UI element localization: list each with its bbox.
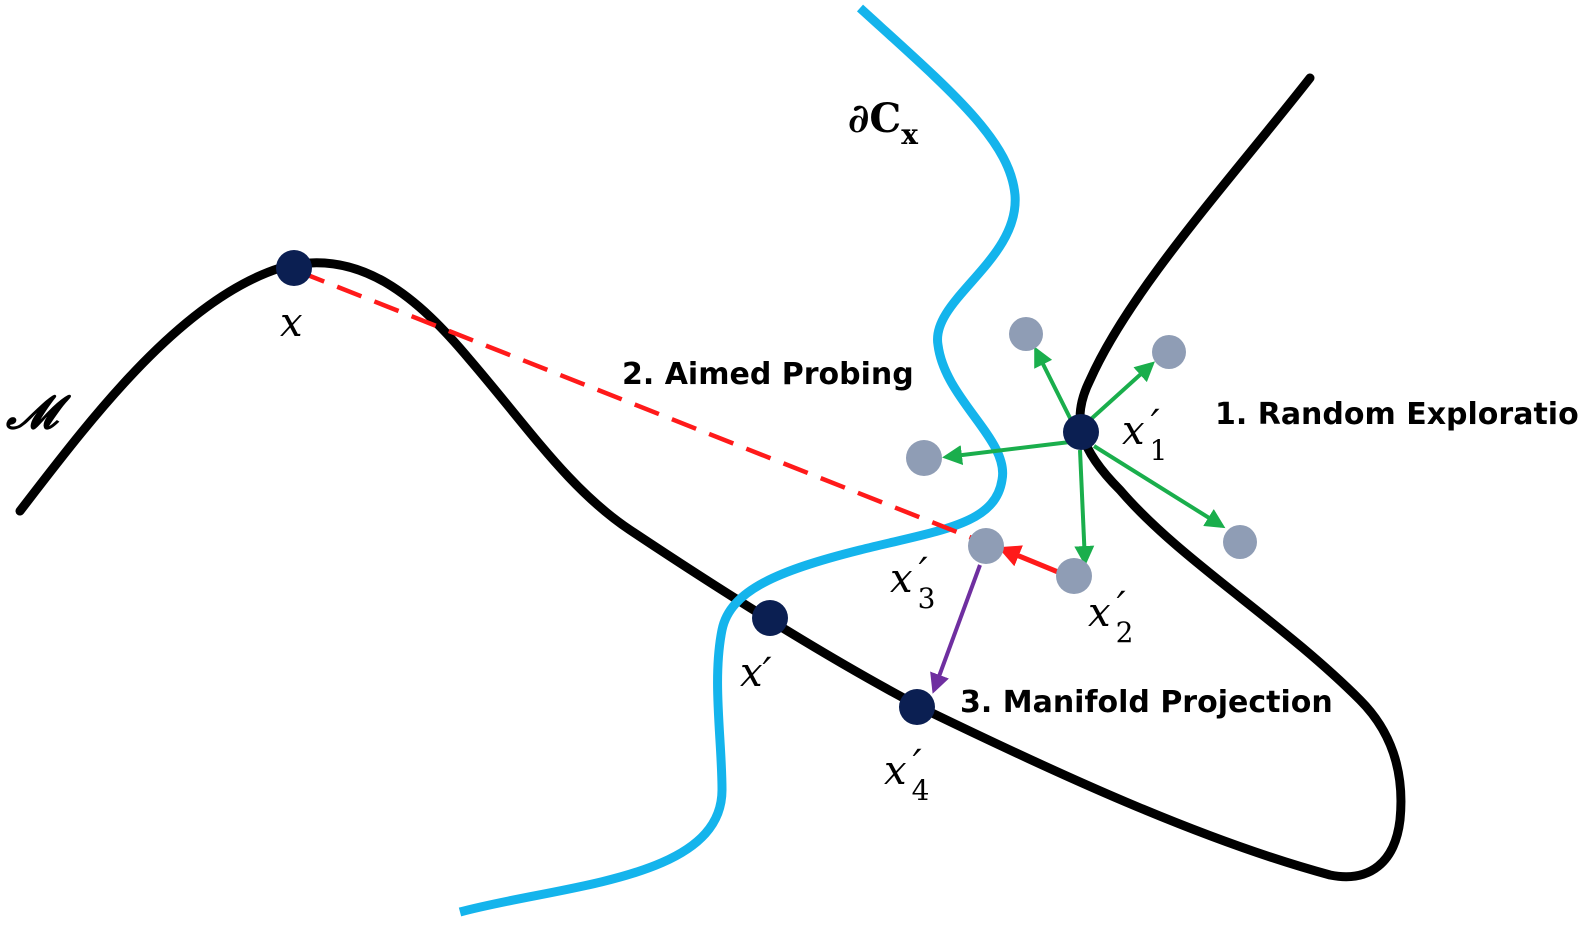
- candidate-point-x2: [1056, 558, 1092, 594]
- exploration-arrow-down: [1074, 449, 1095, 566]
- x2-prime-label: x′2: [1088, 584, 1133, 649]
- x-prime-label: x′: [740, 650, 772, 696]
- candidate-point-top-left: [1009, 317, 1043, 351]
- candidate-point-x3: [968, 528, 1004, 564]
- x1-prime-label: x′1: [1122, 402, 1167, 467]
- probing-arrow: [997, 545, 1059, 575]
- exploration-arrow-up-left: [1034, 346, 1075, 425]
- step2-label: 2. Aimed Probing: [622, 357, 914, 392]
- point-x4-prime: [899, 689, 935, 725]
- x-label: x: [280, 300, 303, 346]
- boundary-sub: x: [901, 118, 918, 151]
- exploration-arrow-left: [942, 440, 1071, 466]
- decision-boundary-curve: [458, 4, 1020, 917]
- point-x1-prime: [1063, 414, 1099, 450]
- manifold-curve-main: [15, 73, 1406, 882]
- x3-prime-label: x′3: [890, 550, 935, 615]
- boundary-label: ∂Cx: [848, 95, 918, 151]
- candidate-point-left: [906, 440, 942, 476]
- exploration-arrow-down-right: [1092, 444, 1226, 529]
- step1-label: 1. Random Exploration: [1215, 397, 1580, 432]
- candidate-point-right: [1223, 525, 1257, 559]
- manifold-label: 𝓜: [5, 385, 72, 439]
- step3-label: 3. Manifold Projection: [960, 685, 1333, 720]
- x4-prime-label: x′4: [884, 742, 929, 807]
- projection-arrow: [930, 564, 982, 694]
- point-x: [276, 250, 312, 286]
- aimed-probing-line: [299, 269, 973, 541]
- candidate-point-top-right: [1152, 335, 1186, 369]
- exploration-arrow-up-right: [1088, 361, 1155, 422]
- boundary-symbol: ∂C: [848, 95, 901, 142]
- point-x-prime: [752, 600, 788, 636]
